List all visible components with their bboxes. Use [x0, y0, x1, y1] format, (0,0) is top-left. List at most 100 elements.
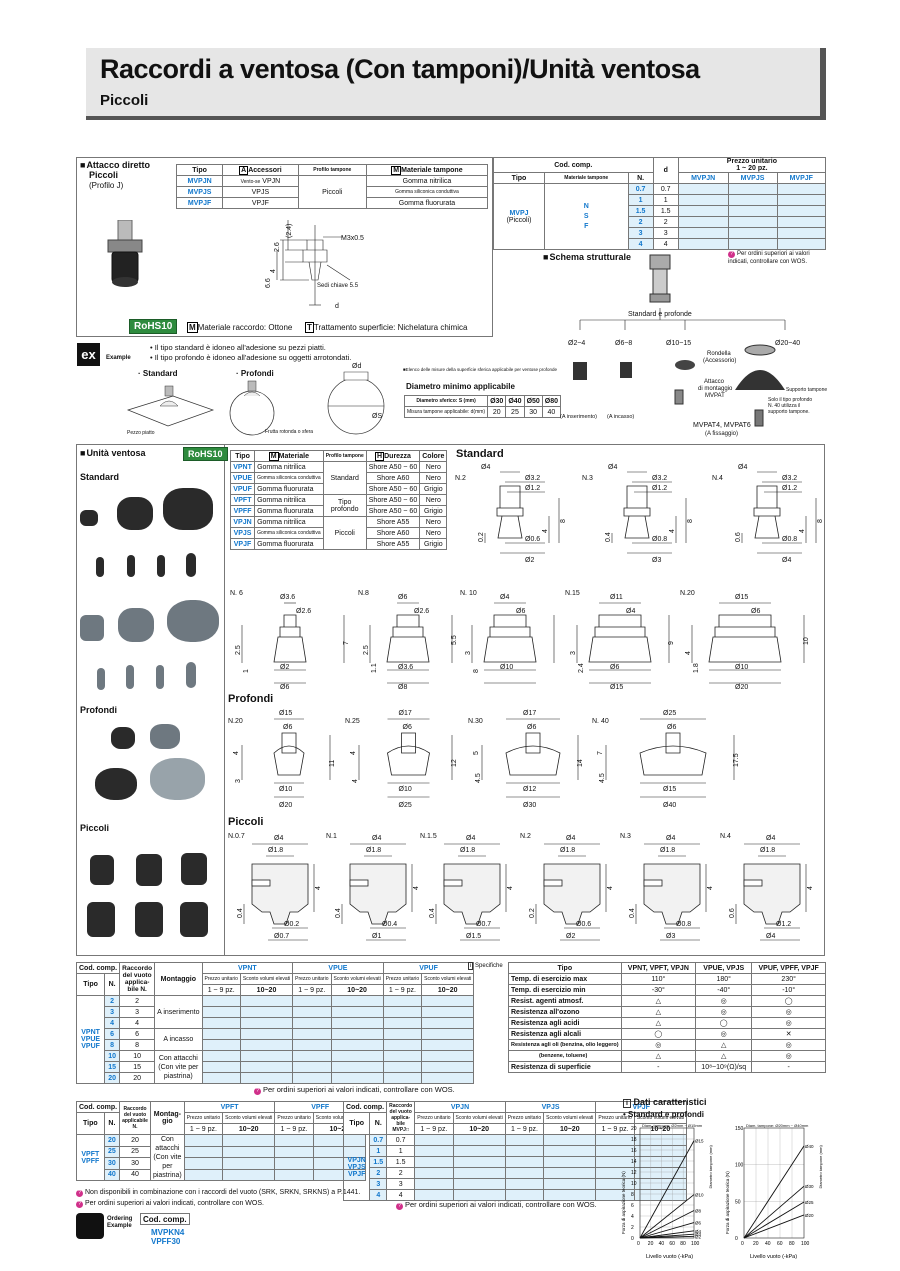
series-label: Ø4 [695, 1229, 702, 1234]
t1-price-cell [421, 1050, 475, 1062]
ut-mat: Gomma fluorurata [254, 538, 324, 550]
dim-label: Ø4 [782, 557, 791, 564]
t2-note1: ?Non disponibili in combinazione con i r… [76, 1189, 360, 1197]
spec-cell: -40° [695, 984, 753, 996]
dim-label: 2.5 [363, 645, 370, 655]
t3-price-cell [543, 1189, 597, 1201]
t3-col: VPJN [414, 1101, 506, 1113]
ord-ex1: MVPKN4 [151, 1228, 185, 1237]
spec-cell: ◎ [751, 1039, 826, 1051]
t3-price-cell [452, 1134, 506, 1146]
y-tick: 4 [631, 1214, 634, 1220]
pad-shape [349, 863, 407, 925]
dim-label: 8 [560, 519, 567, 523]
dim-66: 6.6 [265, 278, 272, 288]
price-n-cell: 4 [627, 238, 654, 250]
t2-r1: 1 ~ 9 pz. [183, 1123, 224, 1135]
spec-cell: -30° [620, 984, 697, 996]
dim-label: Ø6 [751, 608, 760, 615]
ord-ex2: VPFF30 [151, 1237, 181, 1246]
t1-price-cell [330, 1072, 384, 1084]
t1-rac-cell: 15 [119, 1061, 156, 1073]
t3-tipo: Tipo [342, 1112, 371, 1135]
dim-label: Ø1.2 [652, 485, 667, 492]
t1-price-cell [239, 995, 294, 1007]
r-label: Diametro tampone (mm) [708, 1144, 713, 1188]
y-tick: 6 [631, 1203, 634, 1209]
pad-shape [623, 485, 651, 539]
ut-mat: Gomma siliconica conduttiva [254, 472, 324, 484]
t1-price-cell [292, 1061, 332, 1073]
x-tick: 40 [765, 1241, 771, 1247]
t2-price-cell [222, 1157, 276, 1170]
dim-label: Ø4 [274, 835, 283, 842]
t3-n: N. [369, 1112, 388, 1135]
t1-price-cell [421, 1017, 475, 1029]
dim-label: Ø15 [735, 594, 748, 601]
t1-price-cell [421, 1028, 475, 1040]
dim-4: 4 [270, 269, 277, 273]
price-tipo: Tipo [492, 172, 546, 184]
t1-r2: 10~20 [421, 984, 475, 996]
price-d-cell: 4 [652, 238, 679, 250]
dim-label: 4 [350, 751, 357, 755]
dim-label: Ø0.4 [382, 921, 397, 928]
t3-price-cell [452, 1145, 506, 1157]
photo-grey-5 [126, 665, 134, 689]
t2-n-cell: 25 [103, 1145, 121, 1158]
dim-label: Ø1.2 [782, 485, 797, 492]
pad-shape [708, 614, 782, 663]
dim-label: Ø10 [279, 786, 292, 793]
pad-shape [443, 863, 501, 925]
ut-tipo: VPUF [229, 483, 256, 495]
schema-supp: Supporto tampone [786, 387, 828, 393]
dim-label: 0.2 [529, 908, 536, 918]
dim-d: d [335, 303, 339, 310]
x-tick: 0 [637, 1241, 640, 1247]
t1-mont-cell: Con attacchi (Con vite per piastrina) [154, 1050, 203, 1084]
dim-label: 14 [577, 759, 584, 767]
attacco-box [76, 157, 493, 337]
dim-label: 8 [687, 519, 694, 523]
attacco-title: Attacco diretto [80, 160, 150, 170]
pad-shape [543, 863, 601, 925]
schema-inc: (A incasso) [607, 414, 635, 420]
t3-rac: Raccordo del vuoto applica-bile MVPJ□ [386, 1101, 416, 1135]
t1-price-cell [292, 1006, 332, 1018]
t3-price-cell [414, 1167, 454, 1179]
dim-label: Ø30 [523, 802, 536, 809]
dim-label: 1 [243, 669, 250, 673]
dim-label: 4 [685, 651, 692, 655]
dim-label: 17.5 [733, 753, 740, 767]
spec-th: VPUF, VPFF, VPJF [751, 962, 826, 974]
dim-label: Ø0.2 [284, 921, 299, 928]
dim-label: 7 [597, 751, 604, 755]
t3-r1: 1 ~ 9 pz. [504, 1123, 545, 1135]
t1-price-cell [382, 1039, 423, 1051]
series-line [639, 1194, 695, 1239]
t3-r2: 10~20 [543, 1123, 597, 1135]
x-tick: 40 [659, 1241, 665, 1247]
dim-label: Ø1.2 [525, 485, 540, 492]
ut-mat: Gomma nitrilica [254, 494, 324, 506]
dim-label: N.2 [455, 475, 466, 482]
dim-label: 8 [473, 669, 480, 673]
dim-label: Ø15 [663, 786, 676, 793]
ut-dur: Shore A60 [365, 527, 421, 539]
dim-label: Ø12 [523, 786, 536, 793]
diam-col: Ø40 [505, 395, 525, 407]
diam-table: Diametro sferico: S (mm) Ø30 Ø40 Ø50 Ø80… [403, 395, 562, 418]
t3-price-cell [414, 1178, 454, 1190]
t3-rac-cell: 2 [386, 1167, 416, 1179]
page-subtitle: Piccoli [100, 92, 149, 109]
t1-pu: Prezzo unitario [382, 973, 423, 985]
diam-col: Ø30 [487, 395, 507, 407]
schema-title: Schema strutturale [543, 252, 631, 262]
